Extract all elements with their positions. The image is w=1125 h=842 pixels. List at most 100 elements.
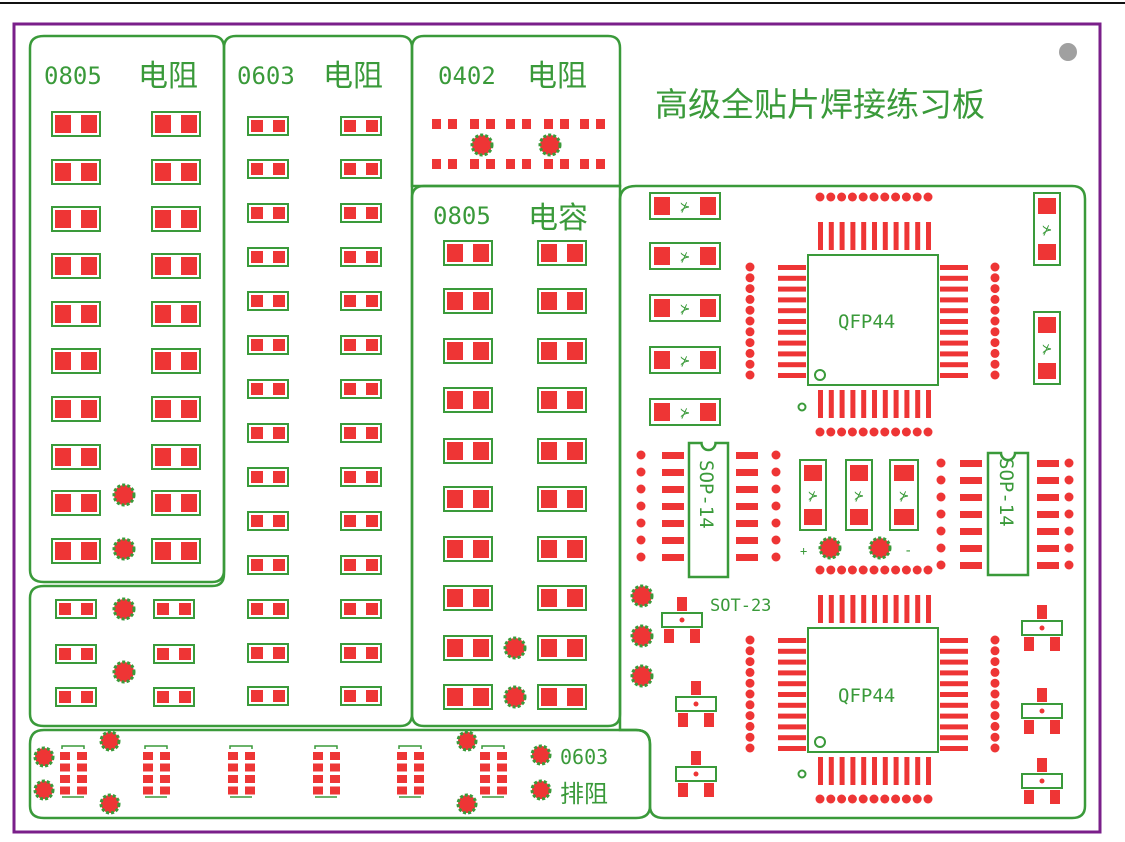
solder-pad — [330, 786, 340, 795]
solder-pad — [228, 763, 238, 772]
solder-pad — [273, 515, 285, 527]
test-pad — [1064, 543, 1074, 553]
test-pad — [990, 305, 1000, 315]
test-pad — [745, 273, 755, 283]
qfp-pin — [940, 308, 968, 314]
qfp-pin — [882, 595, 888, 623]
chip-footprint — [340, 686, 382, 706]
solder-pad — [894, 465, 914, 481]
solder-pad — [447, 490, 463, 508]
solder-pad — [313, 786, 323, 795]
sop-pin — [736, 537, 758, 544]
test-pad — [858, 427, 868, 437]
footprint-outline — [151, 253, 201, 279]
solder-pad — [497, 763, 507, 772]
footprint-outline — [153, 644, 195, 664]
footprint-outline — [151, 348, 201, 374]
array-outline-top — [229, 745, 253, 749]
solder-pad — [691, 751, 701, 765]
solder-pad — [677, 597, 687, 611]
chip-footprint — [247, 159, 289, 179]
footprint-outline — [151, 301, 201, 327]
sop-pin — [1037, 511, 1059, 518]
solder-pad — [143, 763, 153, 772]
sop-pin — [736, 486, 758, 493]
test-pad — [745, 689, 755, 699]
sot23-footprint — [1021, 605, 1063, 651]
solder-pad — [804, 509, 822, 525]
diode-symbol: ⊁ — [1042, 223, 1053, 238]
footprint-outline — [55, 599, 97, 619]
chip-footprint — [443, 684, 493, 710]
test-pad — [923, 565, 933, 575]
footprint-outline — [443, 240, 493, 266]
solder-pad — [1037, 605, 1047, 619]
test-pad — [990, 678, 1000, 688]
solder-pad — [480, 752, 490, 760]
sot23-outline — [1021, 773, 1063, 789]
solder-pad — [55, 163, 71, 181]
test-pad — [636, 552, 646, 562]
footprint-outline — [340, 423, 382, 443]
test-pad — [990, 359, 1000, 369]
chip-footprint — [340, 159, 382, 179]
chip-footprint — [537, 635, 587, 661]
diode-outline — [649, 294, 721, 322]
test-pad — [745, 678, 755, 688]
footprint-outline — [247, 291, 289, 311]
solder-pad — [541, 391, 557, 409]
solder-pad — [330, 763, 340, 772]
footprint-outline — [247, 555, 289, 575]
qfp-pin — [904, 390, 910, 418]
solder-pad — [155, 448, 171, 466]
test-pad — [771, 535, 781, 545]
solder-pad — [522, 159, 531, 169]
solder-pad — [544, 159, 553, 169]
solder-pad — [81, 603, 93, 615]
qfp-pin — [904, 757, 910, 785]
solder-pad — [567, 292, 583, 310]
test-pad — [837, 565, 847, 575]
footprint-outline — [443, 486, 493, 512]
qfp-pin — [926, 222, 931, 250]
test-pad — [990, 711, 1000, 721]
solder-pad — [155, 352, 171, 370]
solder-pad — [77, 752, 87, 760]
test-pad — [880, 794, 890, 804]
solder-pad — [567, 540, 583, 558]
via-pad — [630, 664, 654, 688]
chip-footprint — [443, 585, 493, 611]
solder-pad — [567, 589, 583, 607]
test-pad — [745, 721, 755, 731]
board-title: 高级全贴片焊接练习板 — [655, 85, 985, 124]
solder-pad — [155, 210, 171, 228]
diode-symbol: ⊁ — [1042, 342, 1053, 357]
solder-pad — [157, 691, 169, 703]
polarity-minus: - — [904, 543, 912, 559]
qfp-pin — [893, 390, 899, 418]
label-sop-left: SOP-14 — [695, 460, 717, 529]
solder-pad — [181, 115, 197, 133]
test-pad — [923, 794, 933, 804]
solder-pad — [181, 257, 197, 275]
test-pad — [936, 458, 946, 468]
solder-pad — [60, 752, 70, 760]
footprint-outline — [247, 159, 289, 179]
array-outline-top — [314, 745, 338, 749]
test-pad — [990, 743, 1000, 753]
sop-pin — [1037, 528, 1059, 535]
qfp-pin — [778, 297, 806, 303]
solder-pad — [1038, 363, 1056, 379]
solder-pad — [541, 490, 557, 508]
solder-pad — [366, 339, 378, 351]
test-pad — [745, 667, 755, 677]
qfp-pin — [872, 390, 877, 418]
sot23-footprint — [675, 681, 717, 727]
chip-footprint — [340, 555, 382, 575]
solder-pad — [55, 257, 71, 275]
diode-outline — [649, 346, 721, 374]
chip-footprint — [340, 335, 382, 355]
solder-pad — [273, 603, 285, 615]
chip-footprint — [443, 240, 493, 266]
